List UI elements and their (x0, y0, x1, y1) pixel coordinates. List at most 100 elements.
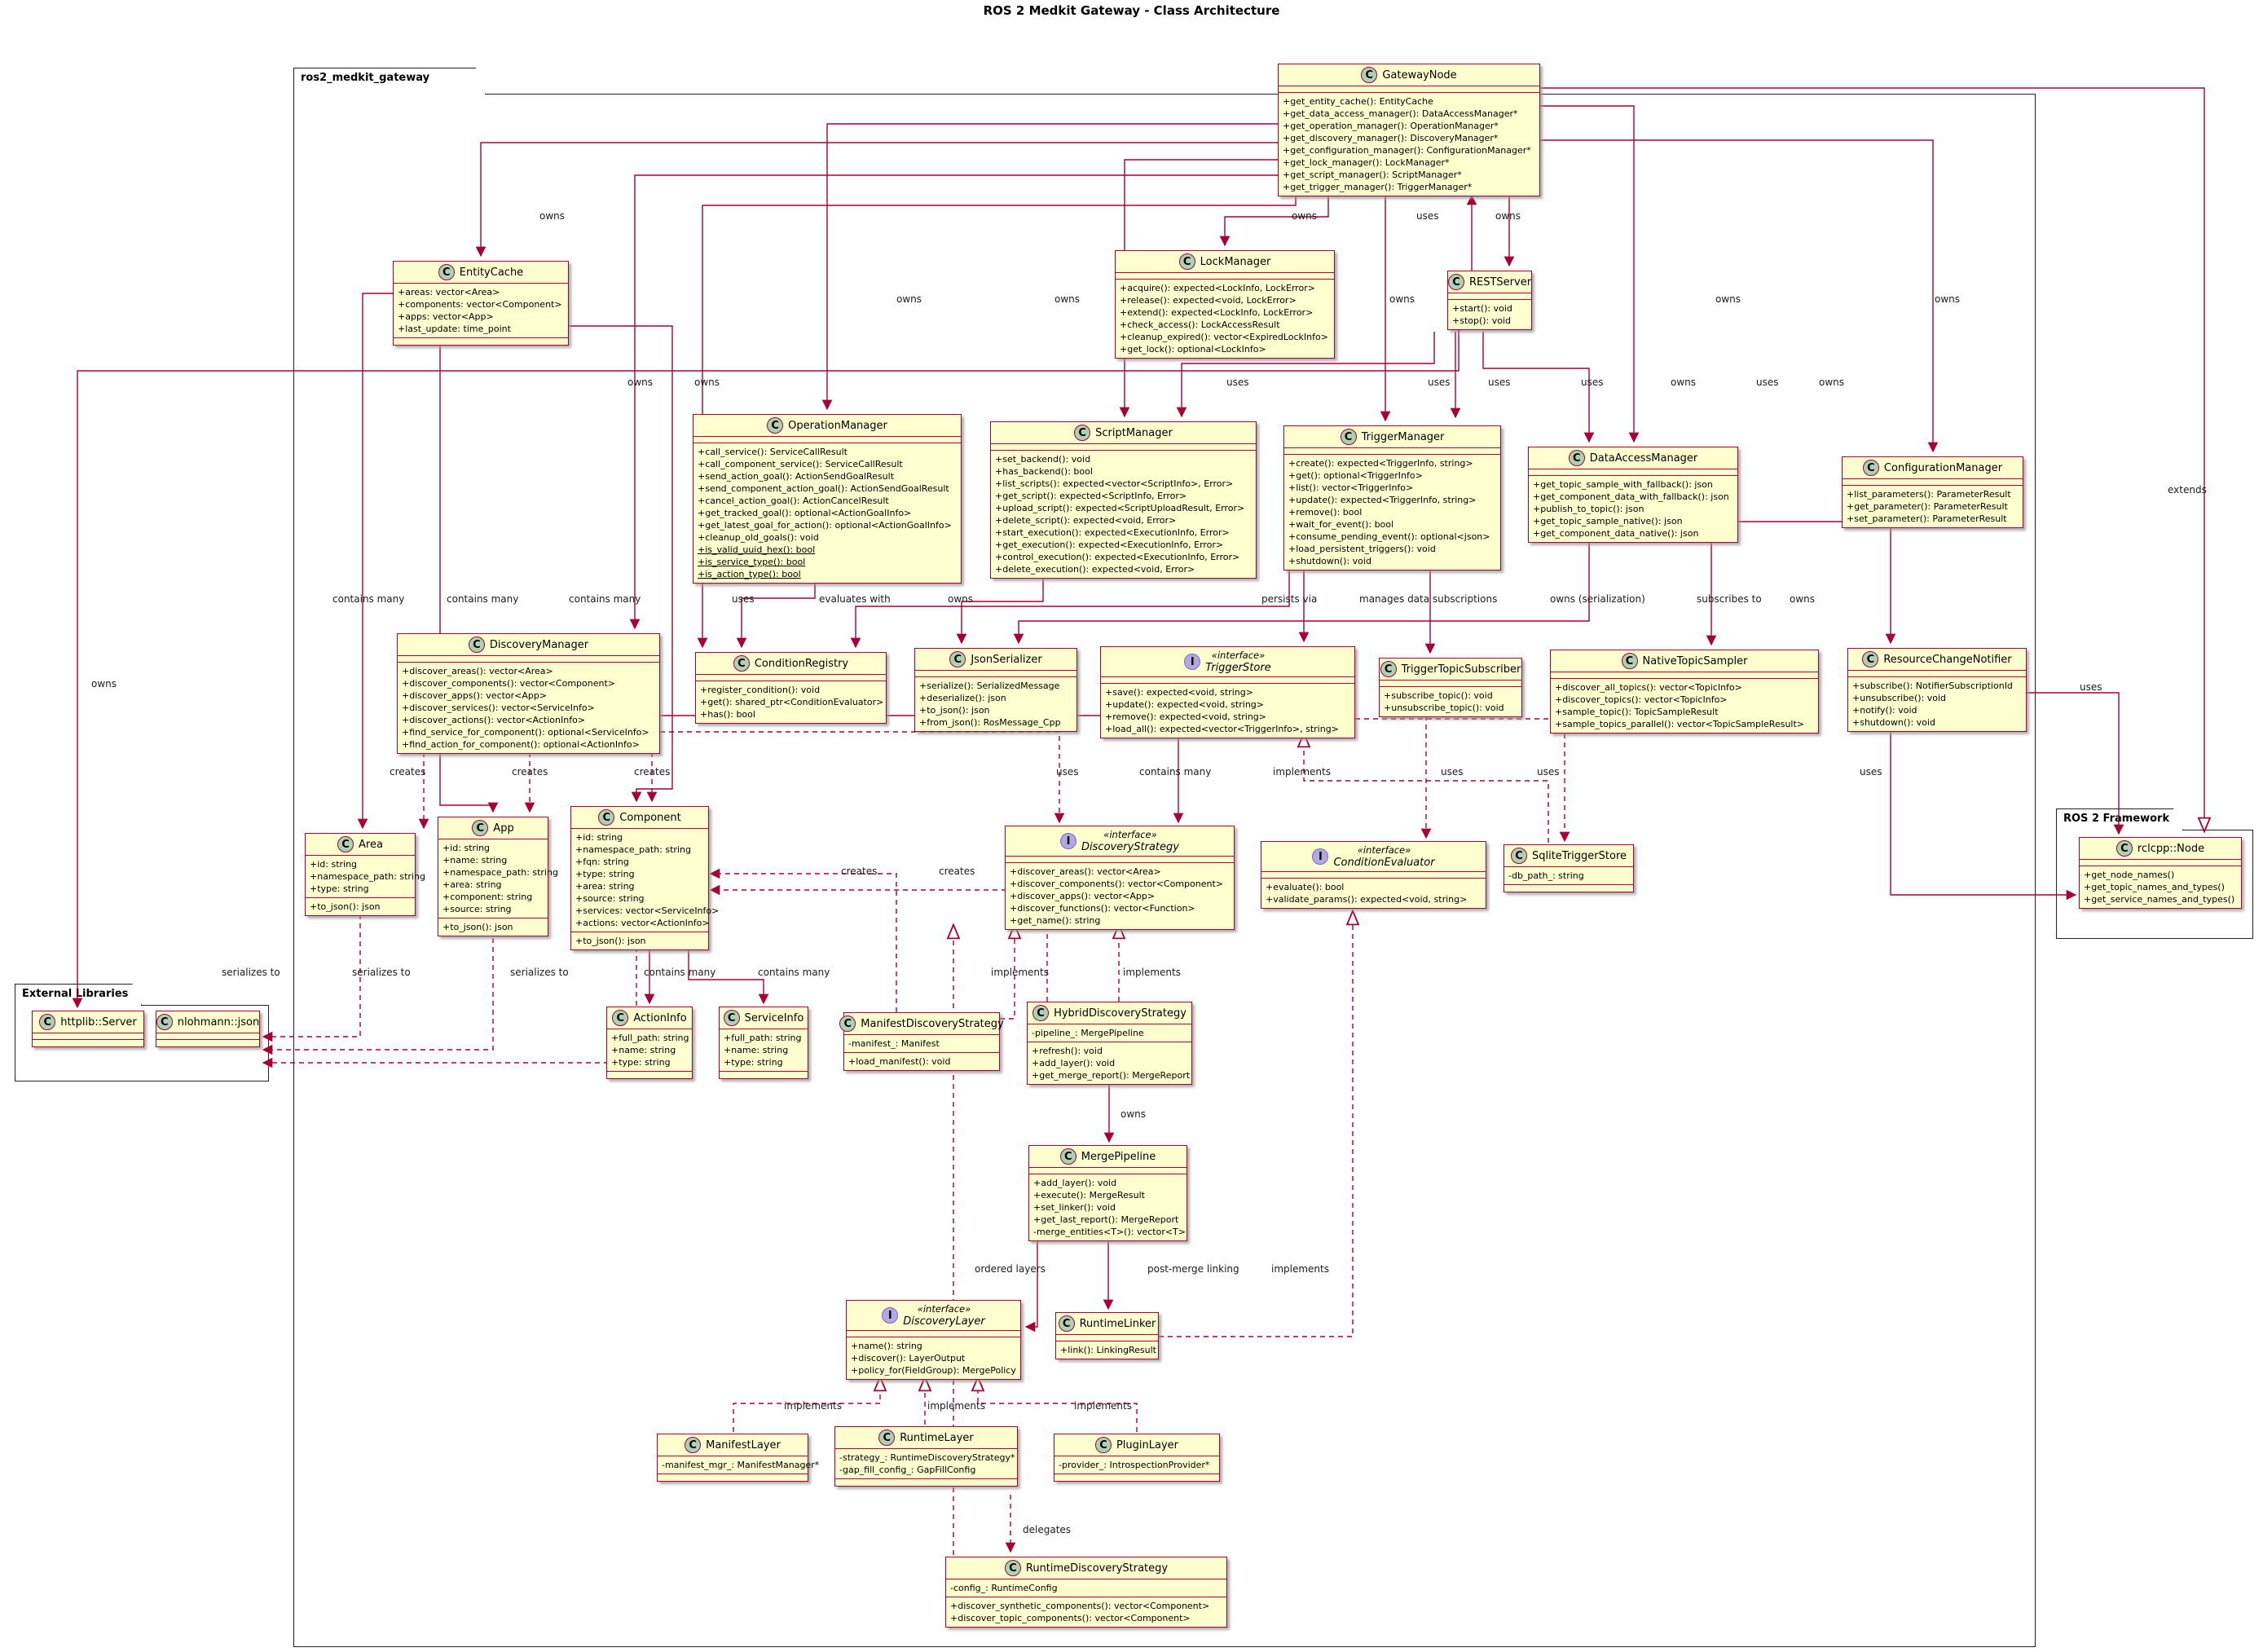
class-circle-icon: C (733, 655, 750, 672)
member: +get(): optional<TriggerInfo> (1288, 470, 1423, 481)
member: +discover_functions(): vector<Function> (1010, 903, 1195, 914)
member: +namespace_path: string (442, 867, 558, 878)
member: +discover_all_topics(): vector<TopicInfo… (1555, 682, 1742, 693)
member: +subscribe_topic(): void (1384, 690, 1493, 701)
edge-label: owns (1495, 210, 1521, 222)
edge-label: serializes to (510, 967, 569, 978)
class-circle-icon: C (1621, 653, 1638, 669)
member: +to_json(): json (919, 705, 990, 716)
member: +discover_apps(): vector<App> (1010, 891, 1156, 901)
class-name: «interface»DiscoveryStrategy (1081, 829, 1179, 853)
class-name: DataAccessManager (1589, 452, 1698, 465)
member: +get(): shared_ptr<ConditionEvaluator> (700, 697, 884, 707)
class-circle-icon: C (1004, 1560, 1021, 1576)
class-circle-icon: C (949, 651, 966, 667)
member: +delete_script(): expected<void, Error> (995, 515, 1177, 526)
member: +type: string (611, 1057, 671, 1068)
edge-label: implements (1074, 1400, 1132, 1412)
member: -config_: RuntimeConfig (950, 1583, 1058, 1593)
member: +create(): expected<TriggerInfo, string> (1288, 458, 1473, 469)
class-name: App (493, 822, 514, 835)
member: +acquire(): expected<LockInfo, LockError… (1120, 283, 1316, 293)
member: +load_manifest(): void (848, 1056, 951, 1067)
member: +get_operation_manager(): OperationManag… (1283, 121, 1499, 131)
edge-label: uses (1226, 377, 1249, 388)
edge-label: owns (1790, 593, 1816, 605)
member: +id: string (575, 832, 623, 843)
edge-label: uses (1441, 766, 1464, 778)
edge-label: owns (1671, 377, 1697, 388)
class-name: ManifestLayer (706, 1438, 781, 1452)
member: +namespace_path: string (575, 844, 691, 855)
class-discovery-layer: I«interface»DiscoveryLayer+name(): strin… (846, 1300, 1021, 1380)
member: +publish_to_topic(): json (1533, 504, 1644, 514)
class-circle-icon: C (767, 417, 784, 434)
class-circle-icon: C (612, 1010, 629, 1026)
class-circle-icon: C (337, 836, 354, 852)
member: +components: vector<Component> (398, 299, 562, 310)
class-name: SqliteTriggerStore (1531, 849, 1627, 862)
member: +discover_apps(): vector<App> (402, 690, 548, 701)
class-circle-icon: C (438, 264, 455, 280)
member: +services: vector<ServiceInfo> (575, 905, 720, 916)
member: +get_latest_goal_for_action(): optional<… (698, 520, 952, 531)
class-circle-icon: C (1094, 1437, 1112, 1453)
member: +refresh(): void (1032, 1046, 1103, 1056)
member: +start(): void (1452, 303, 1512, 314)
class-name: NativeTopicSampler (1642, 654, 1748, 667)
member: +set_linker(): void (1033, 1202, 1116, 1213)
member: +get_topic_names_and_types() (2084, 882, 2225, 892)
member: +add_layer(): void (1033, 1178, 1117, 1188)
member: +get_lock_manager(): LockManager* (1283, 157, 1450, 168)
edge-label: owns (694, 377, 720, 388)
edge-label: uses (1581, 377, 1604, 388)
member: +discover_topic_components(): vector<Com… (950, 1613, 1191, 1623)
class-circle-icon: C (1059, 1148, 1076, 1165)
class-name: «interface»DiscoveryLayer (903, 1303, 985, 1328)
class-circle-icon: C (1074, 425, 1091, 441)
edge-label: creates (512, 766, 548, 778)
edge-label: owns (948, 593, 974, 605)
class-name: RESTServer (1468, 275, 1532, 289)
edge-label: owns (896, 293, 922, 305)
class-circle-icon: C (1862, 460, 1879, 476)
member: +unsubscribe(): void (1852, 693, 1947, 703)
member: +sample_topic(): TopicSampleResult (1555, 707, 1719, 717)
member: +link(): LinkingResult (1060, 1345, 1156, 1355)
member: +type: string (575, 869, 635, 879)
class-circle-icon: C (839, 1015, 856, 1032)
member: +cancel_action_goal(): ActionCancelResul… (698, 496, 889, 506)
class-name: OperationManager (788, 419, 887, 432)
class-name: Area (359, 838, 383, 851)
member: +load_persistent_triggers(): void (1288, 544, 1436, 554)
member: +get_data_access_manager(): DataAccessMa… (1283, 108, 1518, 119)
edge-label: owns (1120, 1108, 1147, 1120)
member: +shutdown(): void (1852, 717, 1935, 728)
class-circle-icon: C (1361, 67, 1378, 83)
interface-circle-icon: I (882, 1307, 899, 1324)
edge-label: creates (634, 766, 671, 778)
class-trigger-store: I«interface»TriggerStore+save(): expecte… (1100, 646, 1355, 738)
class-name: ScriptManager (1095, 426, 1173, 439)
member: +get_lock(): optional<LockInfo> (1120, 344, 1266, 355)
class-circle-icon: C (468, 637, 485, 653)
class-native-topic-sampler: C NativeTopicSampler +discover_all_topics(… (1550, 650, 1819, 733)
member: +to_json(): json (442, 922, 513, 932)
edge-label: contains many (644, 967, 716, 978)
member: +serialize(): SerializedMessage (919, 681, 1060, 691)
